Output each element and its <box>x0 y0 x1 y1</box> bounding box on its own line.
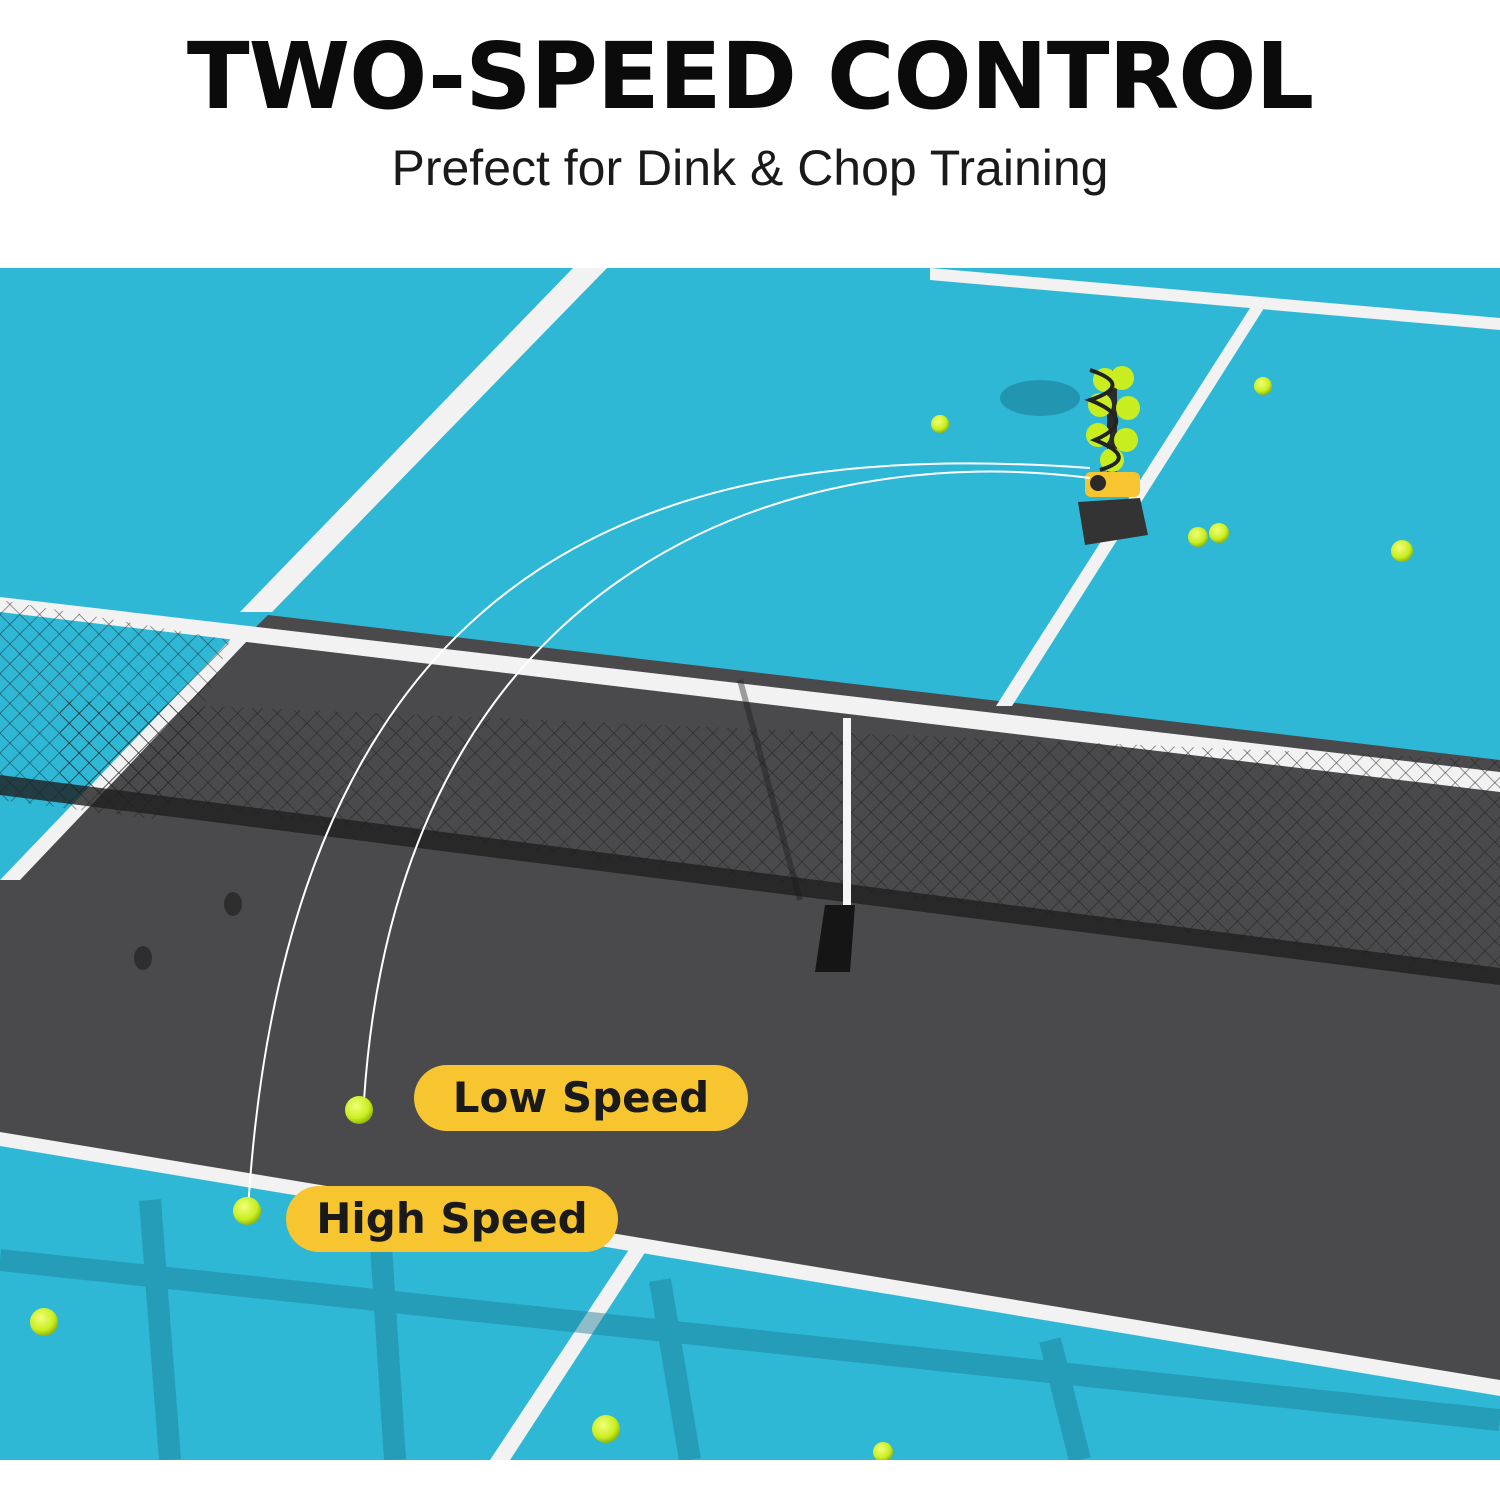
ball-icon <box>30 1308 58 1336</box>
ball-icon <box>1188 527 1208 547</box>
fence-shadow <box>0 1199 1500 1460</box>
subheadline: Prefect for Dink & Chop Training <box>391 140 1109 196</box>
low-speed-trajectory <box>363 470 1091 1101</box>
court-line <box>930 268 1500 330</box>
ball-icon <box>592 1415 620 1443</box>
pickleball-machine-icon <box>1000 366 1148 545</box>
net-post <box>843 718 851 936</box>
ball-icon <box>1391 540 1413 562</box>
net-base <box>815 905 855 972</box>
court-line <box>490 1248 648 1460</box>
footer-band <box>0 1460 1500 1500</box>
court-line <box>240 268 607 612</box>
net <box>60 700 1500 972</box>
ball-icon <box>931 415 949 433</box>
court-scene: Low Speed High Speed <box>0 268 1500 1460</box>
high-speed-text: High Speed <box>316 1194 588 1243</box>
low-speed-label: Low Speed <box>414 1065 748 1131</box>
ball-icon <box>233 1197 261 1225</box>
high-speed-trajectory <box>247 462 1091 1211</box>
ball-icon <box>873 1442 893 1460</box>
high-speed-label: High Speed <box>286 1186 618 1252</box>
court-illustration <box>0 268 1500 1460</box>
pickleball-balls <box>30 377 1413 1460</box>
ball-icon <box>1209 523 1229 543</box>
ball-icon <box>1254 377 1272 395</box>
ball-icon <box>345 1096 373 1124</box>
header: TWO-SPEED CONTROL Prefect for Dink & Cho… <box>0 0 1500 268</box>
low-speed-text: Low Speed <box>452 1073 710 1122</box>
headline: TWO-SPEED CONTROL <box>186 23 1314 130</box>
